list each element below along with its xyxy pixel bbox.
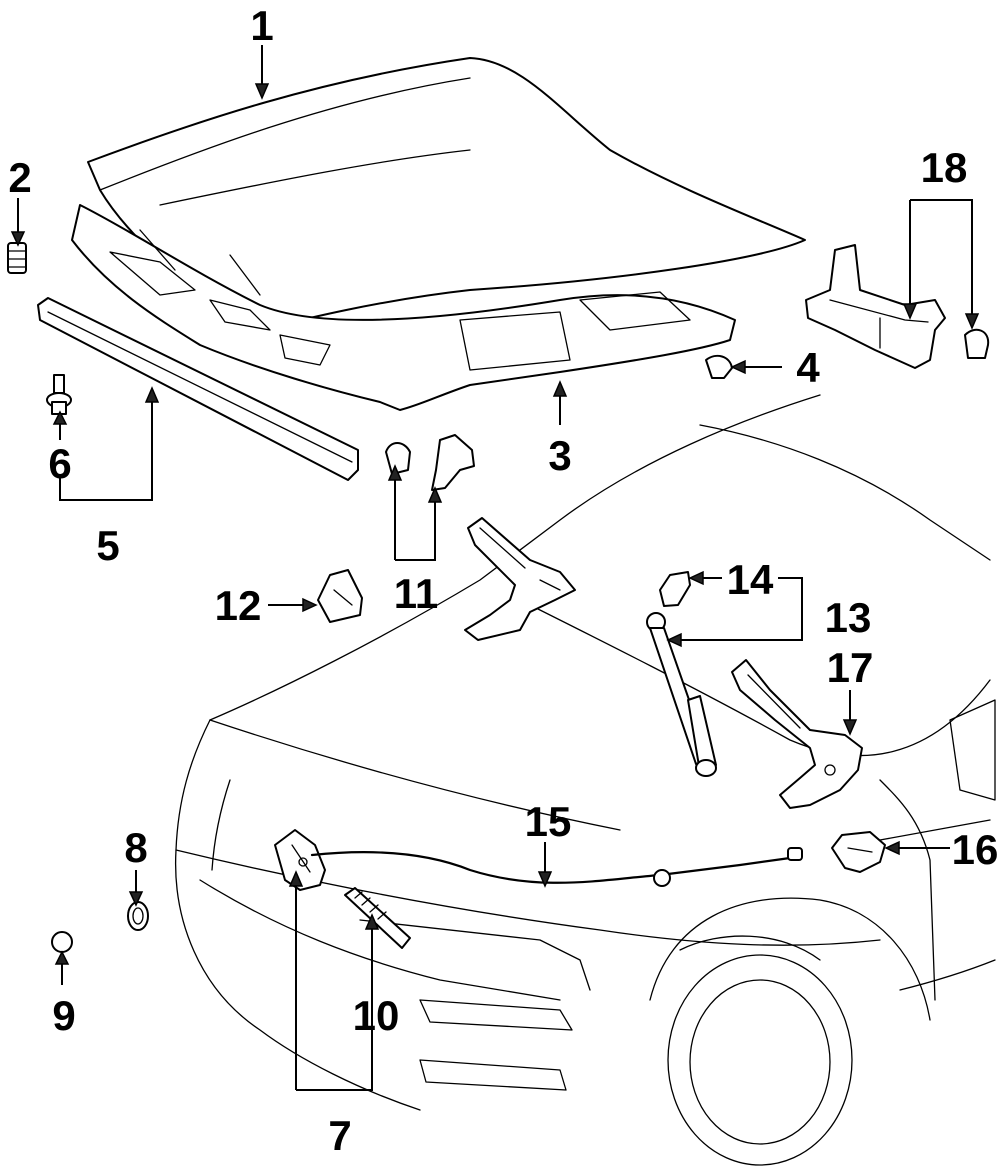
rod-clip (705, 354, 733, 379)
callout-2: 2 (8, 154, 31, 201)
release-cable (310, 847, 803, 887)
callout-3: 3 (548, 432, 571, 479)
callout-10: 10 (353, 992, 400, 1039)
bumper-cushion (7, 242, 27, 274)
callout-6: 6 (48, 440, 71, 487)
callout-16: 16 (952, 826, 999, 873)
callout-7: 7 (328, 1112, 351, 1159)
hood-support-rod (646, 571, 717, 777)
callout-1: 1 (250, 2, 273, 49)
release-lever (831, 831, 886, 873)
hood-inner-frame (71, 204, 736, 411)
hood-lock (274, 829, 326, 891)
callout-17: 17 (827, 644, 874, 691)
callout-18: 18 (921, 144, 968, 191)
callout-labels: 1 2 3 4 5 6 7 8 9 10 11 12 13 14 15 16 1… (8, 2, 998, 1159)
car-body-outline (174, 394, 996, 1166)
seal-clip (46, 374, 72, 415)
fastener-9 (51, 931, 73, 953)
hood-hinge (464, 517, 576, 641)
callout-11: 11 (394, 570, 438, 617)
callout-9: 9 (52, 992, 75, 1039)
hood-support-bracket (805, 244, 990, 369)
callout-5: 5 (96, 522, 119, 569)
hood-hinge-right (731, 659, 863, 809)
callout-12: 12 (215, 582, 262, 629)
callout-8: 8 (124, 824, 147, 871)
fastener-8 (127, 901, 149, 931)
hinge-bolts (385, 434, 475, 491)
callout-13: 13 (825, 594, 872, 641)
callout-4: 4 (796, 344, 820, 391)
callout-15: 15 (525, 798, 572, 845)
hood-seal-strip (37, 297, 359, 481)
lock-striker (317, 569, 363, 623)
callout-14: 14 (727, 556, 774, 603)
lock-spring (344, 887, 411, 949)
leader-lines (10, 45, 980, 1091)
